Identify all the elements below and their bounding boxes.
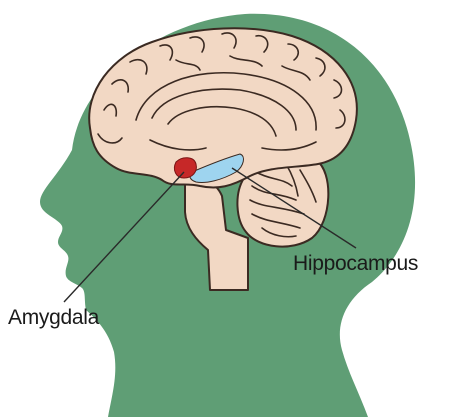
amygdala-label: Amygdala (8, 306, 99, 330)
amygdala-region (174, 158, 196, 178)
hippocampus-label: Hippocampus (293, 252, 418, 276)
